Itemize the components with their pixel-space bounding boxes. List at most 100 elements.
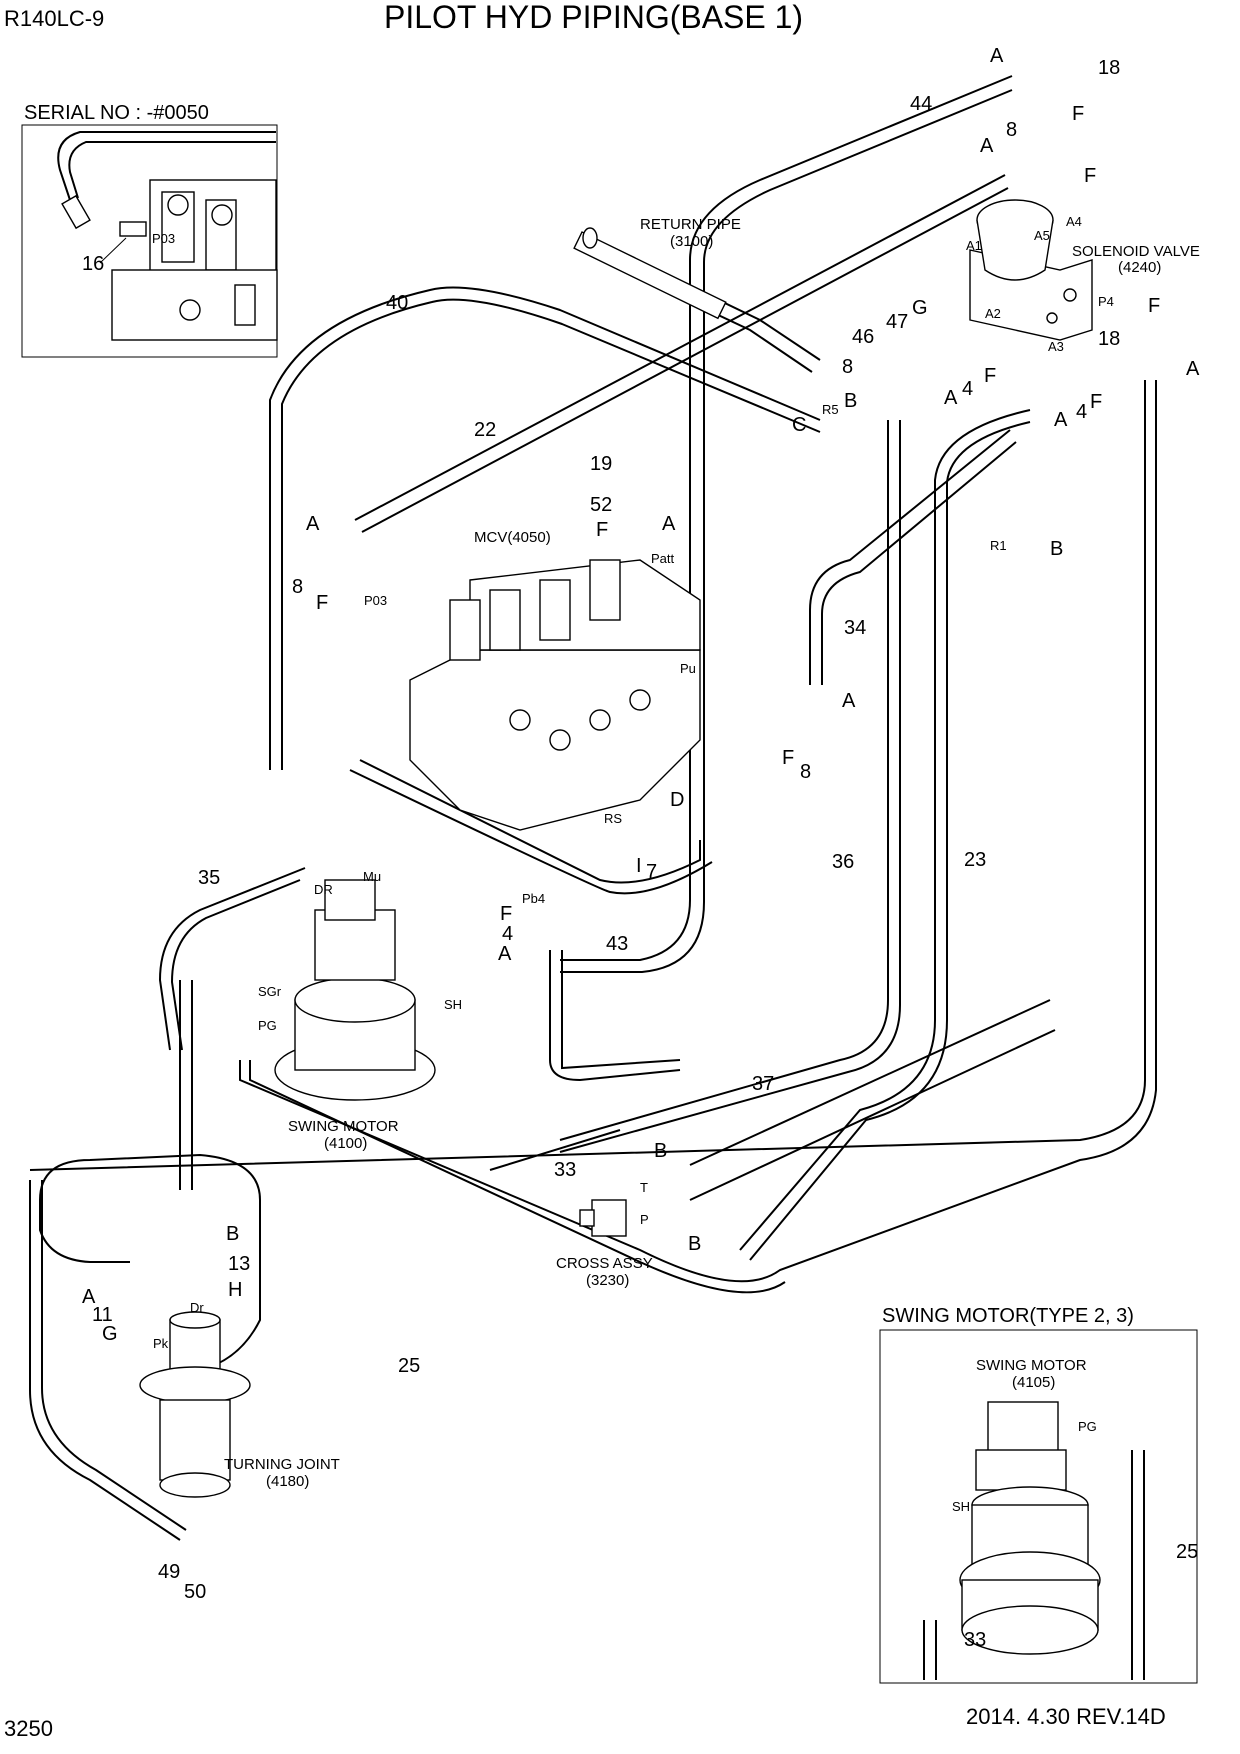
callout-8d: 8	[800, 761, 811, 783]
callout-f-4: F	[984, 365, 996, 387]
callout-a-3: A	[944, 387, 958, 409]
callout-25: 25	[398, 1355, 420, 1377]
callout-a-1: A	[990, 45, 1004, 67]
callout-8b: 8	[842, 356, 853, 378]
callout-g-1: G	[912, 297, 928, 319]
port-p03: P03	[364, 593, 387, 608]
return-pipe-body	[573, 227, 727, 320]
callout-f-9: F	[500, 903, 512, 925]
callout-47: 47	[886, 311, 908, 333]
callout-g-2: G	[102, 1323, 118, 1345]
callout-18b: 18	[1098, 328, 1120, 350]
callout-49: 49	[158, 1561, 180, 1583]
inset-swing-sh: SH	[952, 1499, 970, 1514]
callout-f-8: F	[782, 747, 794, 769]
callout-8c: 8	[292, 576, 303, 598]
callout-23: 23	[964, 849, 986, 871]
turning-joint-body	[139, 1311, 251, 1498]
callout-44: 44	[910, 93, 932, 115]
inset-serial-drawing	[57, 131, 278, 341]
inset-swing-drawing	[923, 1401, 1145, 1680]
callout-b-4: B	[688, 1233, 701, 1255]
port-sh: SH	[444, 997, 462, 1012]
port-p4: P4	[1098, 294, 1114, 309]
callout-19: 19	[590, 453, 612, 475]
mcv-body	[409, 559, 701, 831]
cross-assy-body	[579, 1199, 627, 1237]
callout-a-6: A	[306, 513, 320, 535]
turning-joint-name: TURNING JOINT	[224, 1456, 340, 1473]
page-number: 3250	[4, 1716, 53, 1741]
callout-43: 43	[606, 933, 628, 955]
port-pk: Pk	[153, 1336, 169, 1351]
callout-46: 46	[852, 326, 874, 348]
pipe-network	[29, 75, 1157, 1541]
inset-serial-p03: P03	[152, 231, 175, 246]
return-pipe-code: (3100)	[670, 233, 713, 250]
solenoid-valve-code: (4240)	[1118, 259, 1161, 276]
callout-b-2: B	[1050, 538, 1063, 560]
port-p: P	[640, 1212, 649, 1227]
callout-a-2: A	[980, 135, 994, 157]
callout-f-2: F	[1084, 165, 1096, 187]
inset-serial-title: SERIAL NO : -#0050	[24, 102, 209, 124]
revision-label: 2014. 4.30 REV.14D	[966, 1704, 1166, 1729]
inset-swing-code: (4105)	[1012, 1374, 1055, 1391]
callout-b-1: B	[844, 390, 857, 412]
port-patt: Patt	[651, 551, 675, 566]
callout-34: 34	[844, 617, 866, 639]
callout-22: 22	[474, 419, 496, 441]
port-labels: A1 A2 A3 A4 A5 P4 R1 R5 P03 Patt Pu RS P…	[153, 214, 1114, 1351]
mcv-name: MCV(4050)	[474, 529, 551, 546]
callout-33: 33	[554, 1159, 576, 1181]
port-r1: R1	[990, 538, 1007, 553]
callout-b-3: B	[654, 1140, 667, 1162]
port-dr: DR	[314, 882, 333, 897]
swing-motor-body	[274, 879, 436, 1101]
callout-f-1: F	[1072, 103, 1084, 125]
inset-swing-pg: PG	[1078, 1419, 1097, 1434]
part-callouts: 18 18 44 8 8 8 8 46 47 4 4 4 40 22 19 52…	[82, 45, 1200, 1603]
callout-a-10: A	[82, 1286, 96, 1308]
port-pu: Pu	[680, 661, 696, 676]
port-rs: RS	[604, 811, 622, 826]
callout-18a: 18	[1098, 57, 1120, 79]
solenoid-valve-body	[969, 199, 1093, 341]
cross-assy-code: (3230)	[586, 1272, 629, 1289]
inset-swing-item33: 33	[964, 1629, 986, 1651]
callout-a-9: A	[498, 943, 512, 965]
callout-8a: 8	[1006, 119, 1017, 141]
turning-joint-code: (4180)	[266, 1473, 309, 1490]
callout-d: D	[670, 789, 684, 811]
swing-motor-code: (4100)	[324, 1135, 367, 1152]
callout-52: 52	[590, 494, 612, 516]
model-label: R140LC-9	[4, 6, 104, 31]
port-mu: Mu	[363, 869, 381, 884]
callout-35: 35	[198, 867, 220, 889]
callout-i: I	[636, 855, 642, 877]
port-pg: PG	[258, 1018, 277, 1033]
inset-serial-frame	[21, 124, 278, 358]
callout-13: 13	[228, 1253, 250, 1275]
callout-50: 50	[184, 1581, 206, 1603]
callout-h: H	[228, 1279, 242, 1301]
cross-assy-name: CROSS ASSY	[556, 1255, 653, 1272]
port-a3: A3	[1048, 339, 1064, 354]
callout-b-5: B	[226, 1223, 239, 1245]
callout-4b: 4	[1076, 401, 1087, 423]
callout-f-5: F	[1090, 391, 1102, 413]
callout-4c: 4	[502, 923, 513, 945]
swing-motor-name: SWING MOTOR	[288, 1118, 399, 1135]
page-title: PILOT HYD PIPING(BASE 1)	[384, 0, 803, 35]
callout-36: 36	[832, 851, 854, 873]
inset-swing-name: SWING MOTOR	[976, 1357, 1087, 1374]
inset-swing-title: SWING MOTOR(TYPE 2, 3)	[882, 1305, 1134, 1327]
port-a4: A4	[1066, 214, 1082, 229]
inset-swing-frame	[879, 1329, 1198, 1684]
port-a5: A5	[1034, 228, 1050, 243]
callout-f-7: F	[316, 592, 328, 614]
callout-11: 11	[92, 1304, 113, 1326]
callout-7: 7	[646, 861, 657, 883]
callout-4a: 4	[962, 378, 973, 400]
